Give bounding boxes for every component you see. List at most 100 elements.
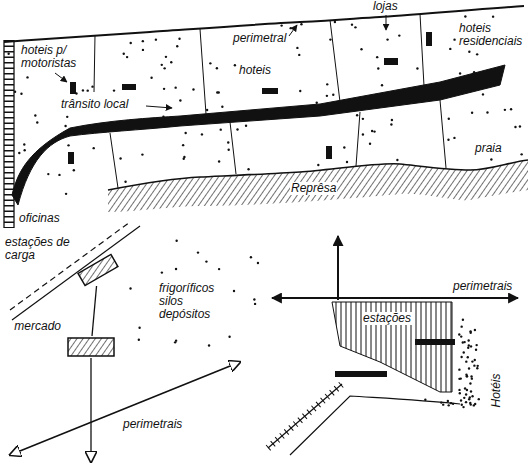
stipple-dot	[468, 51, 470, 53]
place-label: Reprêsa	[290, 182, 337, 195]
stipple-dot	[138, 339, 140, 341]
place-label: praia	[474, 142, 503, 155]
stipple-dot	[396, 159, 398, 161]
lot-lines	[94, 14, 446, 188]
stipple-dot	[466, 375, 468, 377]
platform-bar	[335, 371, 387, 377]
stipple-dot	[14, 91, 16, 93]
stipple-dot	[123, 52, 125, 54]
perimeter-road-arrow	[10, 362, 240, 455]
stipple-dot	[470, 390, 472, 392]
stipple-dot	[67, 144, 69, 146]
stipple-dot	[206, 109, 208, 111]
stipple-dot	[316, 102, 318, 104]
stipple-dot	[296, 47, 298, 49]
stipple-dot	[65, 193, 67, 195]
stipple-dot	[142, 49, 144, 51]
reservoir-hatch	[108, 160, 528, 212]
stipple-dot	[175, 268, 177, 270]
leader-arrow	[55, 73, 67, 82]
stipple-dot	[453, 137, 455, 139]
rail-ties	[268, 384, 342, 448]
stipple-dot	[175, 339, 177, 341]
stipple-dot	[64, 125, 66, 127]
stipple-dot	[362, 118, 364, 120]
rail-ties	[4, 40, 14, 228]
node-label: estações de carga	[4, 236, 72, 262]
stipple-dot	[478, 398, 480, 400]
stipple-dot	[216, 67, 218, 69]
building	[426, 32, 432, 46]
leader-arrow	[146, 106, 172, 108]
stipple-dot	[220, 128, 222, 130]
stipple-dot	[218, 160, 220, 162]
building	[122, 84, 136, 90]
place-label: perimetrais	[452, 280, 513, 293]
stipple-dot	[113, 89, 115, 91]
stipple-dot	[482, 93, 484, 95]
node-shape	[66, 336, 116, 358]
stipple-dot	[197, 251, 199, 253]
stipple-dot	[142, 40, 144, 42]
stipple-dot	[334, 21, 336, 23]
stipple-dot	[460, 335, 462, 337]
stipple-dot	[474, 359, 476, 361]
stipple-dot	[465, 393, 467, 395]
building	[262, 88, 278, 94]
stipple-dot	[47, 173, 49, 175]
stipple-dot	[470, 345, 472, 347]
stipple-dot	[150, 76, 152, 78]
stipple-dot	[449, 48, 451, 50]
building	[384, 58, 398, 65]
stipple-dot	[520, 153, 522, 155]
stipple-dot	[175, 240, 177, 242]
stipple-dot	[469, 396, 471, 398]
road-arrow	[90, 358, 91, 462]
stipple-dot	[362, 133, 364, 135]
stipple-dot	[205, 260, 207, 262]
stipple-dot	[183, 158, 185, 160]
stipple-dot	[473, 364, 475, 366]
stipple-dot	[250, 256, 252, 258]
stipple-dot	[475, 344, 477, 346]
node-shape	[76, 254, 120, 286]
stipple-dot	[75, 92, 77, 94]
stipple-dot	[471, 112, 473, 114]
leader-arrows	[55, 15, 386, 108]
stipple-dot	[475, 349, 477, 351]
stipple-dot	[176, 45, 178, 47]
stipple-dot	[486, 111, 488, 113]
stipple-dot	[464, 15, 466, 17]
perimeter-road-arrow	[272, 297, 518, 299]
stipple-dot	[26, 76, 28, 78]
stipple-dot	[470, 375, 472, 377]
lot-line	[230, 122, 236, 174]
stipple-dot	[377, 67, 379, 69]
node-label: mercado	[13, 320, 62, 333]
stipple-dot	[234, 64, 236, 66]
stipple-dot	[476, 365, 478, 367]
place-label: Hotéis	[490, 372, 503, 408]
stipple-dot	[7, 53, 9, 55]
stipple-dot	[473, 71, 475, 73]
stipple-dot	[161, 64, 163, 66]
stipple-dot	[492, 15, 494, 17]
stipple-dot	[474, 403, 476, 405]
stipple-dot	[300, 23, 302, 25]
road-arrow	[337, 236, 339, 300]
stipple-dot	[155, 38, 157, 40]
stipple-dot	[390, 123, 392, 125]
lot-line	[356, 112, 360, 166]
place-label: oficinas	[18, 212, 61, 225]
place-label: lojas	[372, 0, 399, 13]
stipple-dot	[351, 23, 353, 25]
stipple-dot	[233, 290, 235, 292]
stipple-dot	[465, 401, 467, 403]
stipple-dot	[280, 24, 282, 26]
node-outline	[332, 302, 452, 392]
stipple-dot	[36, 121, 38, 123]
stipple-dot	[178, 37, 180, 39]
node-label: estações	[362, 312, 412, 325]
stipple-dot	[91, 85, 93, 87]
